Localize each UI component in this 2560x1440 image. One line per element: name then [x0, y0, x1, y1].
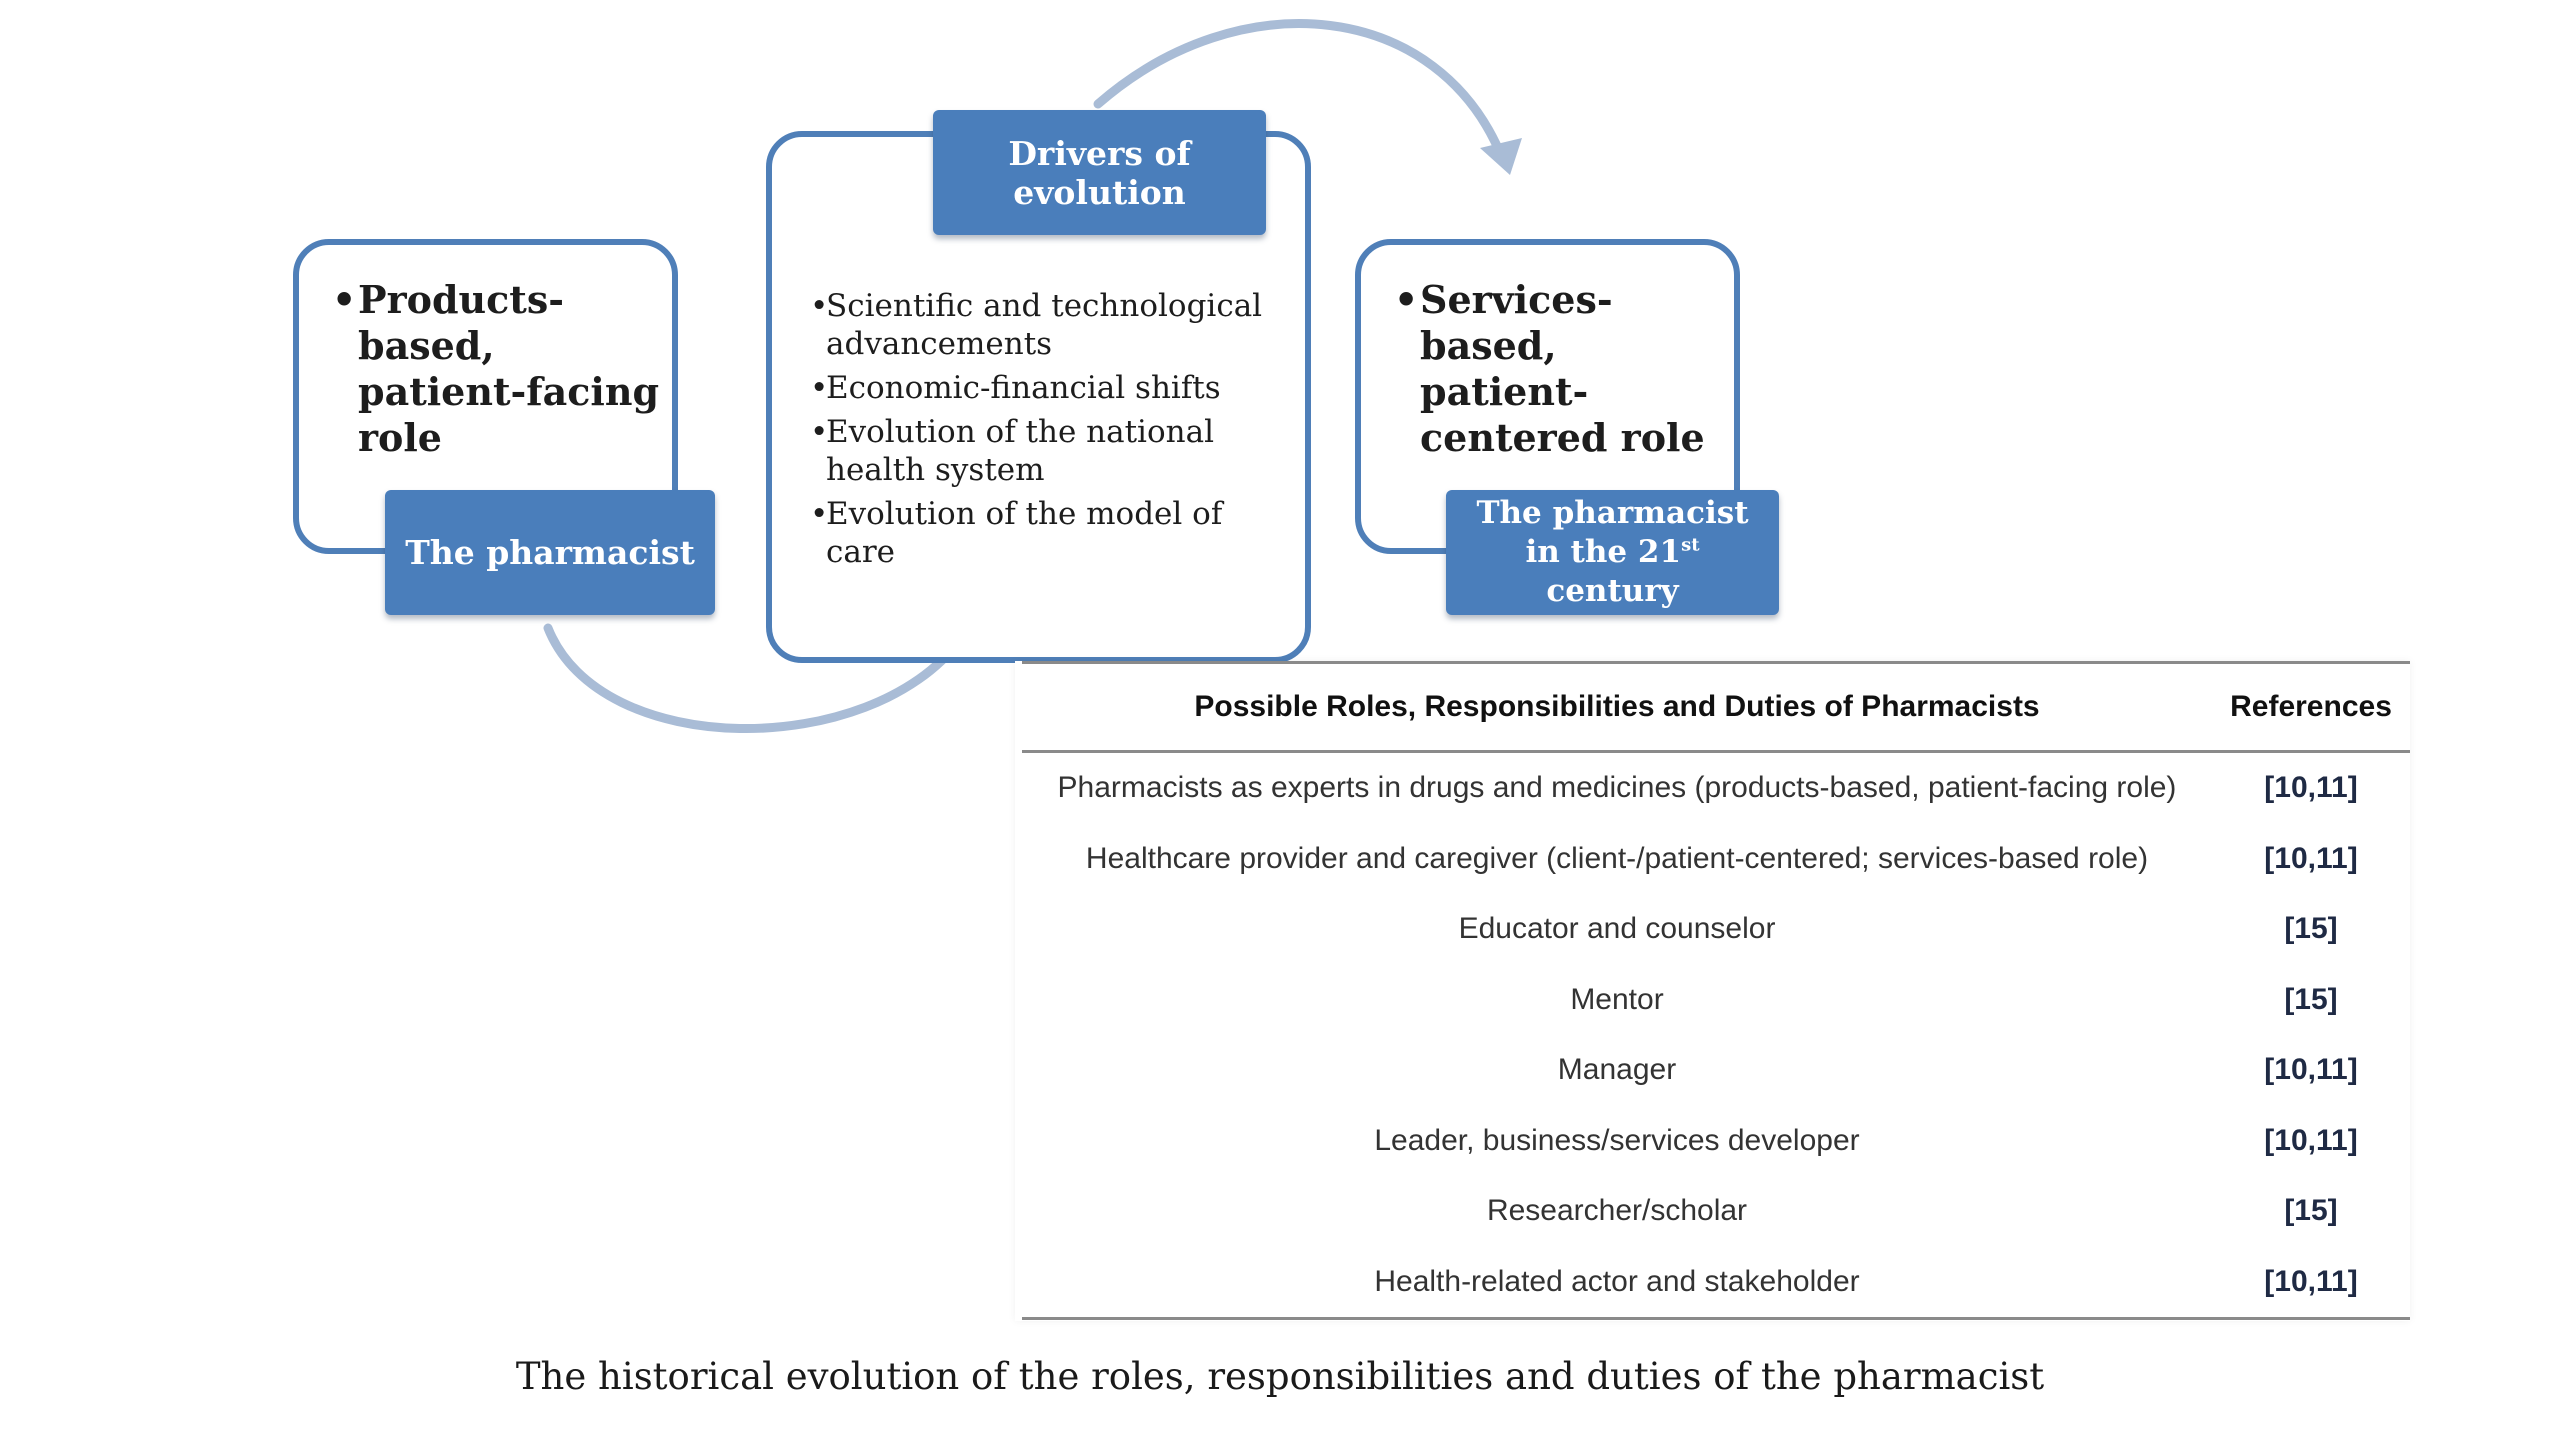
connector-bottom-arc: [543, 623, 965, 733]
pharmacist-label-box: The pharmacist: [385, 490, 715, 615]
table-row: Educator and counselor [15]: [1022, 894, 2410, 965]
role-cell: Manager: [1557, 1053, 1677, 1087]
table-row: Mentor [15]: [1022, 965, 2410, 1036]
pharmacist-21st-label-box: The pharmacist in the 21st century: [1446, 490, 1779, 615]
table-row: Health-related actor and stakeholder [10…: [1022, 1247, 2410, 1319]
driver-item: Economic-financial shifts: [810, 369, 1290, 407]
pharmacist-label: The pharmacist: [405, 533, 695, 572]
drivers-label-box: Drivers of evolution: [933, 110, 1266, 235]
role-cell: Educator and counselor: [1458, 912, 1776, 946]
pharmacist-21st-label-end: century: [1546, 573, 1679, 609]
connector-top-arc: [1093, 19, 1508, 165]
role-cell: Leader, business/services developer: [1374, 1123, 1860, 1157]
drivers-list: Scientific and technological advancement…: [810, 287, 1290, 577]
reference-link[interactable]: [15]: [2284, 912, 2338, 946]
role-cell: Health-related actor and stakeholder: [1374, 1264, 1860, 1298]
driver-item: Evolution of the model of care: [810, 495, 1290, 571]
reference-link[interactable]: [15]: [2284, 1194, 2338, 1228]
table-row: Leader, business/services developer [10,…: [1022, 1106, 2410, 1177]
table-row: Researcher/scholar [15]: [1022, 1176, 2410, 1247]
pharmacist-21st-label: The pharmacist in the 21st century: [1456, 494, 1769, 611]
table-row: Healthcare provider and caregiver (clien…: [1022, 824, 2410, 895]
right-role-text: Services-based, patient-centered role: [1394, 277, 1724, 461]
reference-link[interactable]: [10,11]: [2264, 771, 2358, 805]
role-cell: Healthcare provider and caregiver (clien…: [1085, 841, 2149, 875]
pharmacist-21st-label-sup: st: [1681, 534, 1700, 556]
left-role-text: Products-based, patient-facing role: [332, 277, 662, 461]
reference-link[interactable]: [10,11]: [2264, 1264, 2358, 1298]
table-row: Manager [10,11]: [1022, 1035, 2410, 1106]
right-role-list: Services-based, patient-centered role: [1394, 277, 1724, 461]
figure-caption: The historical evolution of the roles, r…: [515, 1355, 2045, 1398]
arrowhead-icon: [1480, 138, 1522, 175]
reference-link[interactable]: [15]: [2284, 982, 2338, 1016]
role-cell: Mentor: [1570, 982, 1664, 1016]
drivers-label: Drivers of evolution: [1008, 133, 1191, 212]
reference-link[interactable]: [10,11]: [2264, 1053, 2358, 1087]
table-header-row: Possible Roles, Responsibilities and Dut…: [1022, 662, 2410, 752]
driver-item: Scientific and technological advancement…: [810, 287, 1290, 363]
reference-link[interactable]: [10,11]: [2264, 1123, 2358, 1157]
roles-table: Possible Roles, Responsibilities and Dut…: [1022, 661, 2410, 1320]
header-references: References: [2230, 690, 2392, 723]
pharmacist-21st-label-main: The pharmacist in the 21: [1476, 495, 1749, 570]
header-roles: Possible Roles, Responsibilities and Dut…: [1194, 690, 2040, 723]
roles-table-panel: Possible Roles, Responsibilities and Dut…: [1015, 661, 2410, 1321]
role-cell: Researcher/scholar: [1486, 1194, 1748, 1228]
left-role-list: Products-based, patient-facing role: [332, 277, 662, 461]
table-row: Pharmacists as experts in drugs and medi…: [1022, 752, 2410, 824]
reference-link[interactable]: [10,11]: [2264, 841, 2358, 875]
driver-item: Evolution of the national health system: [810, 413, 1290, 489]
role-cell: Pharmacists as experts in drugs and medi…: [1057, 771, 2177, 805]
